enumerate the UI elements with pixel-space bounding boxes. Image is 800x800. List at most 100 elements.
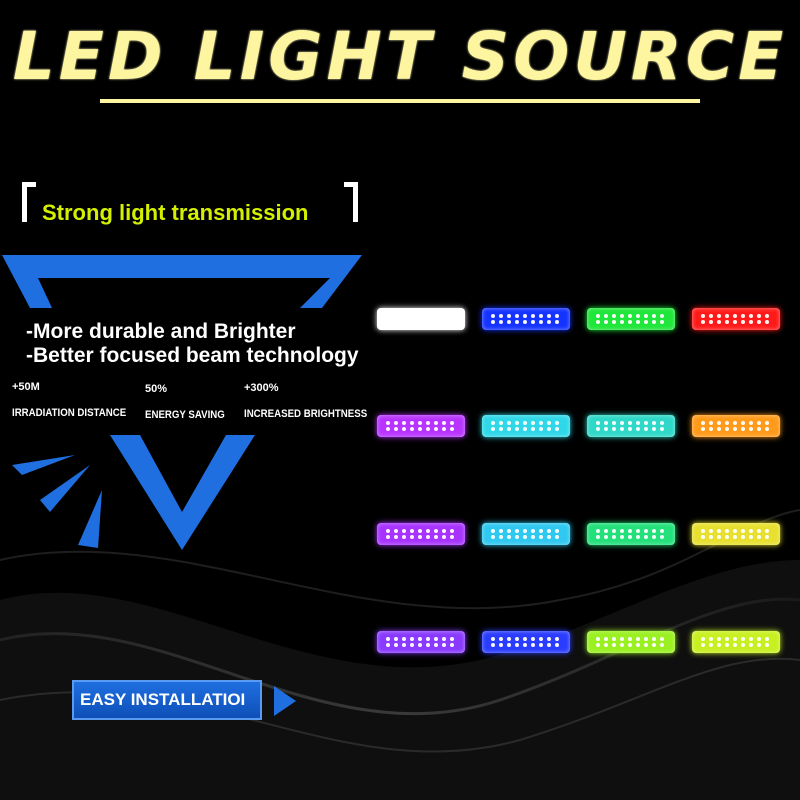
- led-dot: [555, 427, 559, 431]
- led-bar: [587, 631, 675, 653]
- stat-label: ENERGY SAVING: [145, 409, 225, 421]
- led-dot: [709, 637, 713, 641]
- led-dot: [620, 427, 624, 431]
- led-bar: [482, 308, 570, 330]
- led-dot: [410, 314, 414, 318]
- led-dot: [547, 535, 551, 539]
- led-dot: [523, 637, 527, 641]
- blue-top-bracket: [2, 255, 362, 308]
- led-dot: [402, 643, 406, 647]
- led-dots: [491, 421, 561, 431]
- led-dot: [418, 427, 422, 431]
- led-dot: [507, 320, 511, 324]
- led-dot: [539, 314, 543, 318]
- led-dot: [450, 535, 454, 539]
- led-dot: [660, 535, 664, 539]
- led-dot: [410, 320, 414, 324]
- led-dot: [709, 314, 713, 318]
- led-dot: [426, 535, 430, 539]
- led-dot: [426, 314, 430, 318]
- led-dot: [442, 643, 446, 647]
- led-dot: [701, 535, 705, 539]
- led-dot: [725, 643, 729, 647]
- led-dot: [547, 421, 551, 425]
- led-dot: [749, 314, 753, 318]
- led-dot: [741, 535, 745, 539]
- led-bar: [692, 415, 780, 437]
- led-dot: [733, 427, 737, 431]
- led-dots: [596, 637, 666, 647]
- led-dot: [660, 427, 664, 431]
- led-dot: [765, 529, 769, 533]
- led-dot: [523, 421, 527, 425]
- led-dot: [434, 421, 438, 425]
- led-dot: [757, 637, 761, 641]
- led-dot: [426, 427, 430, 431]
- led-dots: [701, 529, 771, 539]
- led-dot: [434, 643, 438, 647]
- led-dot: [612, 427, 616, 431]
- led-dot: [491, 314, 495, 318]
- page-title: LED LIGHT SOURCE: [12, 18, 788, 95]
- led-dot: [733, 643, 737, 647]
- led-dot: [491, 427, 495, 431]
- led-dots: [386, 637, 456, 647]
- led-dots: [596, 314, 666, 324]
- led-dot: [410, 529, 414, 533]
- led-dot: [717, 314, 721, 318]
- led-dot: [515, 637, 519, 641]
- led-dot: [434, 314, 438, 318]
- led-dot: [418, 535, 422, 539]
- led-dot: [555, 421, 559, 425]
- led-dot: [749, 421, 753, 425]
- led-dot: [402, 421, 406, 425]
- led-dot: [507, 314, 511, 318]
- led-bar: [482, 523, 570, 545]
- led-dot: [612, 320, 616, 324]
- led-dot: [410, 421, 414, 425]
- led-dot: [410, 637, 414, 641]
- led-dot: [442, 637, 446, 641]
- led-dot: [523, 529, 527, 533]
- blue-ray-2: [40, 465, 90, 512]
- stat-value: +50M: [12, 381, 40, 393]
- led-dot: [499, 643, 503, 647]
- led-dot: [539, 421, 543, 425]
- led-dot: [402, 637, 406, 641]
- easy-installation-banner: EASY INSTALLATIOI: [72, 680, 262, 720]
- led-dot: [717, 320, 721, 324]
- led-dot: [652, 637, 656, 641]
- led-dot: [660, 529, 664, 533]
- led-dot: [499, 421, 503, 425]
- led-dot: [636, 529, 640, 533]
- led-dot: [596, 421, 600, 425]
- led-dot: [450, 314, 454, 318]
- led-dot: [539, 637, 543, 641]
- led-dot: [765, 320, 769, 324]
- led-dot: [596, 637, 600, 641]
- led-dot: [709, 643, 713, 647]
- led-dot: [410, 427, 414, 431]
- led-dot: [386, 314, 390, 318]
- led-dot: [652, 320, 656, 324]
- led-dot: [612, 421, 616, 425]
- led-dot: [386, 535, 390, 539]
- led-dot: [507, 637, 511, 641]
- led-dot: [515, 320, 519, 324]
- led-dot: [628, 427, 632, 431]
- led-dot: [725, 529, 729, 533]
- led-dot: [733, 320, 737, 324]
- led-bar: [692, 308, 780, 330]
- led-dot: [749, 320, 753, 324]
- led-dot: [749, 427, 753, 431]
- led-dot: [450, 529, 454, 533]
- led-dot: [644, 320, 648, 324]
- led-dot: [507, 529, 511, 533]
- led-dot: [612, 637, 616, 641]
- led-dot: [612, 643, 616, 647]
- led-dot: [450, 427, 454, 431]
- led-dot: [628, 637, 632, 641]
- led-dot: [701, 529, 705, 533]
- led-dot: [442, 314, 446, 318]
- led-dot: [442, 427, 446, 431]
